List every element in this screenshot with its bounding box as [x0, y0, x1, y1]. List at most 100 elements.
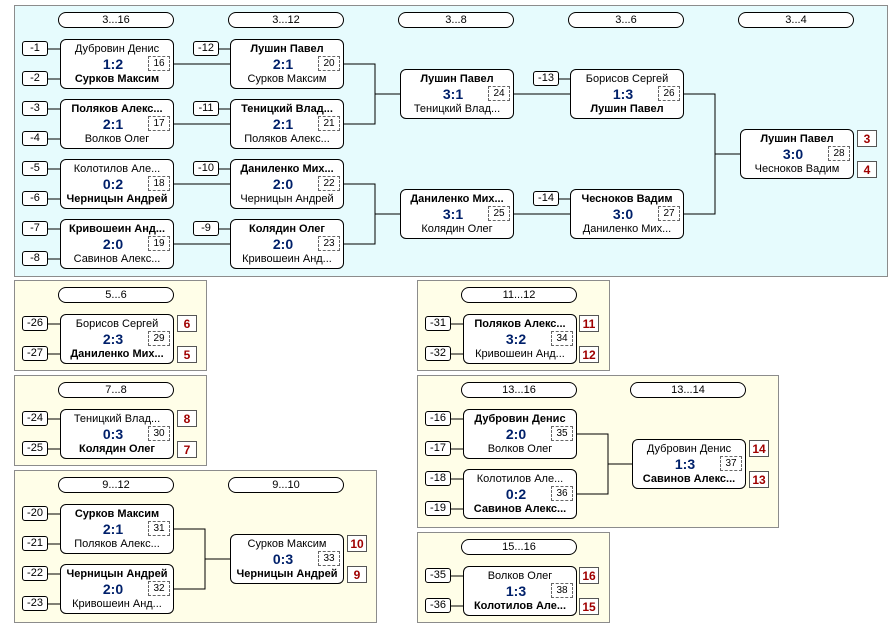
seed-23: -23: [22, 596, 48, 611]
match-36[interactable]: Колотилов Але... 0:2 36 Савинов Алекс...: [463, 469, 577, 519]
round-header-9-12: 9...12: [58, 477, 174, 493]
match-28[interactable]: Лушин Павел 3:0 28 Чесноков Вадим: [740, 129, 854, 179]
place-badge-14: 14: [749, 440, 769, 457]
match-player-2: Даниленко Мих...: [582, 223, 672, 235]
seed-26: -26: [22, 316, 48, 331]
match-player-2: Теницкий Влад...: [413, 103, 501, 115]
match-number: 37: [720, 456, 742, 471]
match-score: 3:1: [442, 86, 464, 102]
match-player-1: Поляков Алекс...: [474, 318, 566, 330]
match-34[interactable]: Поляков Алекс... 3:2 34 Кривошеин Анд...: [463, 314, 577, 364]
match-player-2: Сурков Максим: [247, 73, 327, 85]
seed-13: -13: [533, 71, 559, 86]
match-score: 2:0: [102, 581, 124, 597]
match-23[interactable]: Колядин Олег 2:0 23 Кривошеин Анд...: [230, 219, 344, 269]
match-player-2: Черницын Андрей: [66, 193, 168, 205]
match-player-1: Черницын Андрей: [66, 568, 168, 580]
match-19[interactable]: Кривошеин Анд... 2:0 19 Савинов Алекс...: [60, 219, 174, 269]
match-25[interactable]: Даниленко Мих... 3:1 25 Колядин Олег: [400, 189, 514, 239]
round-header-3-8: 3...8: [398, 12, 514, 28]
round-header-13-14: 13...14: [630, 382, 746, 398]
match-player-1: Кривошеин Анд...: [68, 223, 166, 235]
match-player-2: Волков Олег: [84, 133, 150, 145]
seed-2: -2: [22, 71, 48, 86]
place-badge-3: 3: [857, 130, 877, 147]
match-21[interactable]: Теницкий Влад... 2:1 21 Поляков Алекс...: [230, 99, 344, 149]
match-18[interactable]: Колотилов Але... 0:2 18 Черницын Андрей: [60, 159, 174, 209]
match-player-1: Даниленко Мих...: [410, 193, 504, 205]
match-player-2: Лушин Павел: [590, 103, 664, 115]
match-26[interactable]: Борисов Сергей 1:3 26 Лушин Павел: [570, 69, 684, 119]
seed-8: -8: [22, 251, 48, 266]
seed-4: -4: [22, 131, 48, 146]
seed-27: -27: [22, 346, 48, 361]
match-player-1: Дубровин Денис: [646, 443, 732, 455]
match-33[interactable]: Сурков Максим 0:3 33 Черницын Андрей: [230, 534, 344, 584]
match-35[interactable]: Дубровин Денис 2:0 35 Волков Олег: [463, 409, 577, 459]
place-badge-8: 8: [177, 410, 197, 427]
place-badge-16: 16: [579, 567, 599, 584]
match-38[interactable]: Волков Олег 1:3 38 Колотилов Але...: [463, 566, 577, 616]
seed-7: -7: [22, 221, 48, 236]
match-player-1: Сурков Максим: [74, 508, 160, 520]
match-player-2: Савинов Алекс...: [73, 253, 161, 265]
match-player-2: Черницын Андрей: [240, 193, 334, 205]
match-31[interactable]: Сурков Максим 2:1 31 Поляков Алекс...: [60, 504, 174, 554]
match-player-2: Савинов Алекс...: [473, 503, 567, 515]
match-number: 17: [148, 116, 170, 131]
seed-35: -35: [425, 568, 451, 583]
match-number: 28: [828, 146, 850, 161]
match-20[interactable]: Лушин Павел 2:1 20 Сурков Максим: [230, 39, 344, 89]
match-number: 38: [551, 583, 573, 598]
match-score: 1:3: [612, 86, 634, 102]
match-number: 18: [148, 176, 170, 191]
match-score: 2:0: [505, 426, 527, 442]
seed-14: -14: [533, 191, 559, 206]
match-player-1: Теницкий Влад...: [73, 413, 161, 425]
match-number: 26: [658, 86, 680, 101]
match-number: 27: [658, 206, 680, 221]
place-badge-4: 4: [857, 161, 877, 178]
match-player-2: Чесноков Вадим: [754, 163, 840, 175]
match-17[interactable]: Поляков Алекс... 2:1 17 Волков Олег: [60, 99, 174, 149]
match-player-2: Даниленко Мих...: [70, 348, 164, 360]
match-number: 33: [318, 551, 340, 566]
match-player-1: Колядин Олег: [249, 223, 325, 235]
match-32[interactable]: Черницын Андрей 2:0 32 Кривошеин Анд...: [60, 564, 174, 614]
match-29[interactable]: Борисов Сергей 2:3 29 Даниленко Мих...: [60, 314, 174, 364]
match-27[interactable]: Чесноков Вадим 3:0 27 Даниленко Мих...: [570, 189, 684, 239]
match-player-1: Волков Олег: [487, 570, 553, 582]
match-player-2: Сурков Максим: [74, 73, 160, 85]
round-header-3-4: 3...4: [738, 12, 854, 28]
seed-11: -11: [193, 101, 219, 116]
seed-5: -5: [22, 161, 48, 176]
match-number: 31: [148, 521, 170, 536]
match-player-1: Лушин Павел: [760, 133, 834, 145]
match-score: 2:0: [272, 176, 294, 192]
match-37[interactable]: Дубровин Денис 1:3 37 Савинов Алекс...: [632, 439, 746, 489]
match-player-1: Борисов Сергей: [75, 318, 159, 330]
match-player-1: Борисов Сергей: [585, 73, 669, 85]
match-22[interactable]: Даниленко Мих... 2:0 22 Черницын Андрей: [230, 159, 344, 209]
match-30[interactable]: Теницкий Влад... 0:3 30 Колядин Олег: [60, 409, 174, 459]
match-24[interactable]: Лушин Павел 3:1 24 Теницкий Влад...: [400, 69, 514, 119]
seed-17: -17: [425, 441, 451, 456]
match-player-2: Кривошеин Анд...: [72, 598, 162, 610]
match-player-2: Черницын Андрей: [236, 568, 338, 580]
round-header-11-12: 11...12: [461, 287, 577, 303]
round-header-9-10: 9...10: [228, 477, 344, 493]
match-score: 0:2: [505, 486, 527, 502]
seed-10: -10: [193, 161, 219, 176]
match-player-2: Савинов Алекс...: [642, 473, 736, 485]
match-player-1: Сурков Максим: [247, 538, 327, 550]
match-player-2: Кривошеин Анд...: [475, 348, 565, 360]
match-score: 2:1: [102, 116, 124, 132]
round-header-3-12: 3...12: [228, 12, 344, 28]
match-score: 0:3: [272, 551, 294, 567]
match-player-1: Поляков Алекс...: [71, 103, 163, 115]
match-score: 1:3: [674, 456, 696, 472]
match-16[interactable]: Дубровин Денис 1:2 16 Сурков Максим: [60, 39, 174, 89]
round-header-13-16: 13...16: [461, 382, 577, 398]
seed-16: -16: [425, 411, 451, 426]
seed-20: -20: [22, 506, 48, 521]
